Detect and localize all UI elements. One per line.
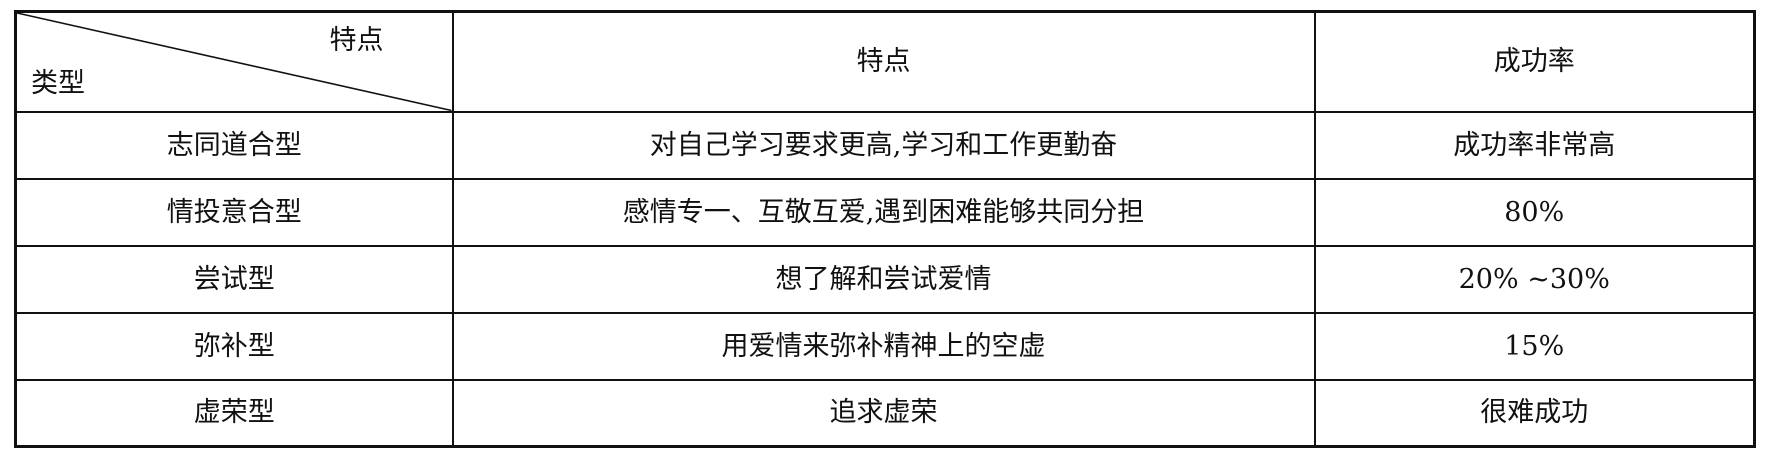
feature-cell: 追求虚荣 xyxy=(451,378,1316,448)
type-cell: 志同道合型 xyxy=(14,110,454,180)
column-header-feature: 特点 xyxy=(451,10,1316,113)
corner-header-top-label: 特点 xyxy=(329,25,384,56)
corner-header-bottom-label: 类型 xyxy=(31,67,85,99)
table-row: 虚荣型 追求虚荣 很难成功 xyxy=(14,378,1756,448)
success-rate-cell: 很难成功 xyxy=(1313,378,1756,448)
table-row: 情投意合型 感情专一、互敬互爱,遇到困难能够共同分担 80% xyxy=(14,177,1756,247)
success-rate-cell: 80% xyxy=(1313,177,1756,247)
diagonal-corner-header: 特点 类型 xyxy=(14,10,454,113)
type-cell: 尝试型 xyxy=(14,244,454,314)
column-header-success-rate: 成功率 xyxy=(1313,10,1756,113)
table-row: 志同道合型 对自己学习要求更高,学习和工作更勤奋 成功率非常高 xyxy=(14,110,1756,180)
diagonal-divider-line xyxy=(17,13,452,111)
feature-cell: 感情专一、互敬互爱,遇到困难能够共同分担 xyxy=(451,177,1316,247)
type-cell: 情投意合型 xyxy=(14,177,454,247)
success-rate-cell: 15% xyxy=(1313,311,1756,381)
table-row: 尝试型 想了解和尝试爱情 20% ~30% xyxy=(14,244,1756,314)
success-rate-cell: 成功率非常高 xyxy=(1313,110,1756,180)
success-rate-cell: 20% ~30% xyxy=(1313,244,1756,314)
table-header-row: 特点 类型 特点 成功率 xyxy=(14,10,1756,113)
love-type-table: 特点 类型 特点 成功率 志同道合型 对自己学习要求更高,学习和工作更勤奋 成功… xyxy=(14,10,1756,448)
table-row: 弥补型 用爱情来弥补精神上的空虚 15% xyxy=(14,311,1756,381)
feature-cell: 用爱情来弥补精神上的空虚 xyxy=(451,311,1316,381)
type-cell: 弥补型 xyxy=(14,311,454,381)
love-type-table-container: 特点 类型 特点 成功率 志同道合型 对自己学习要求更高,学习和工作更勤奋 成功… xyxy=(14,10,1756,448)
type-cell: 虚荣型 xyxy=(14,378,454,448)
feature-cell: 想了解和尝试爱情 xyxy=(451,244,1316,314)
feature-cell: 对自己学习要求更高,学习和工作更勤奋 xyxy=(451,110,1316,180)
